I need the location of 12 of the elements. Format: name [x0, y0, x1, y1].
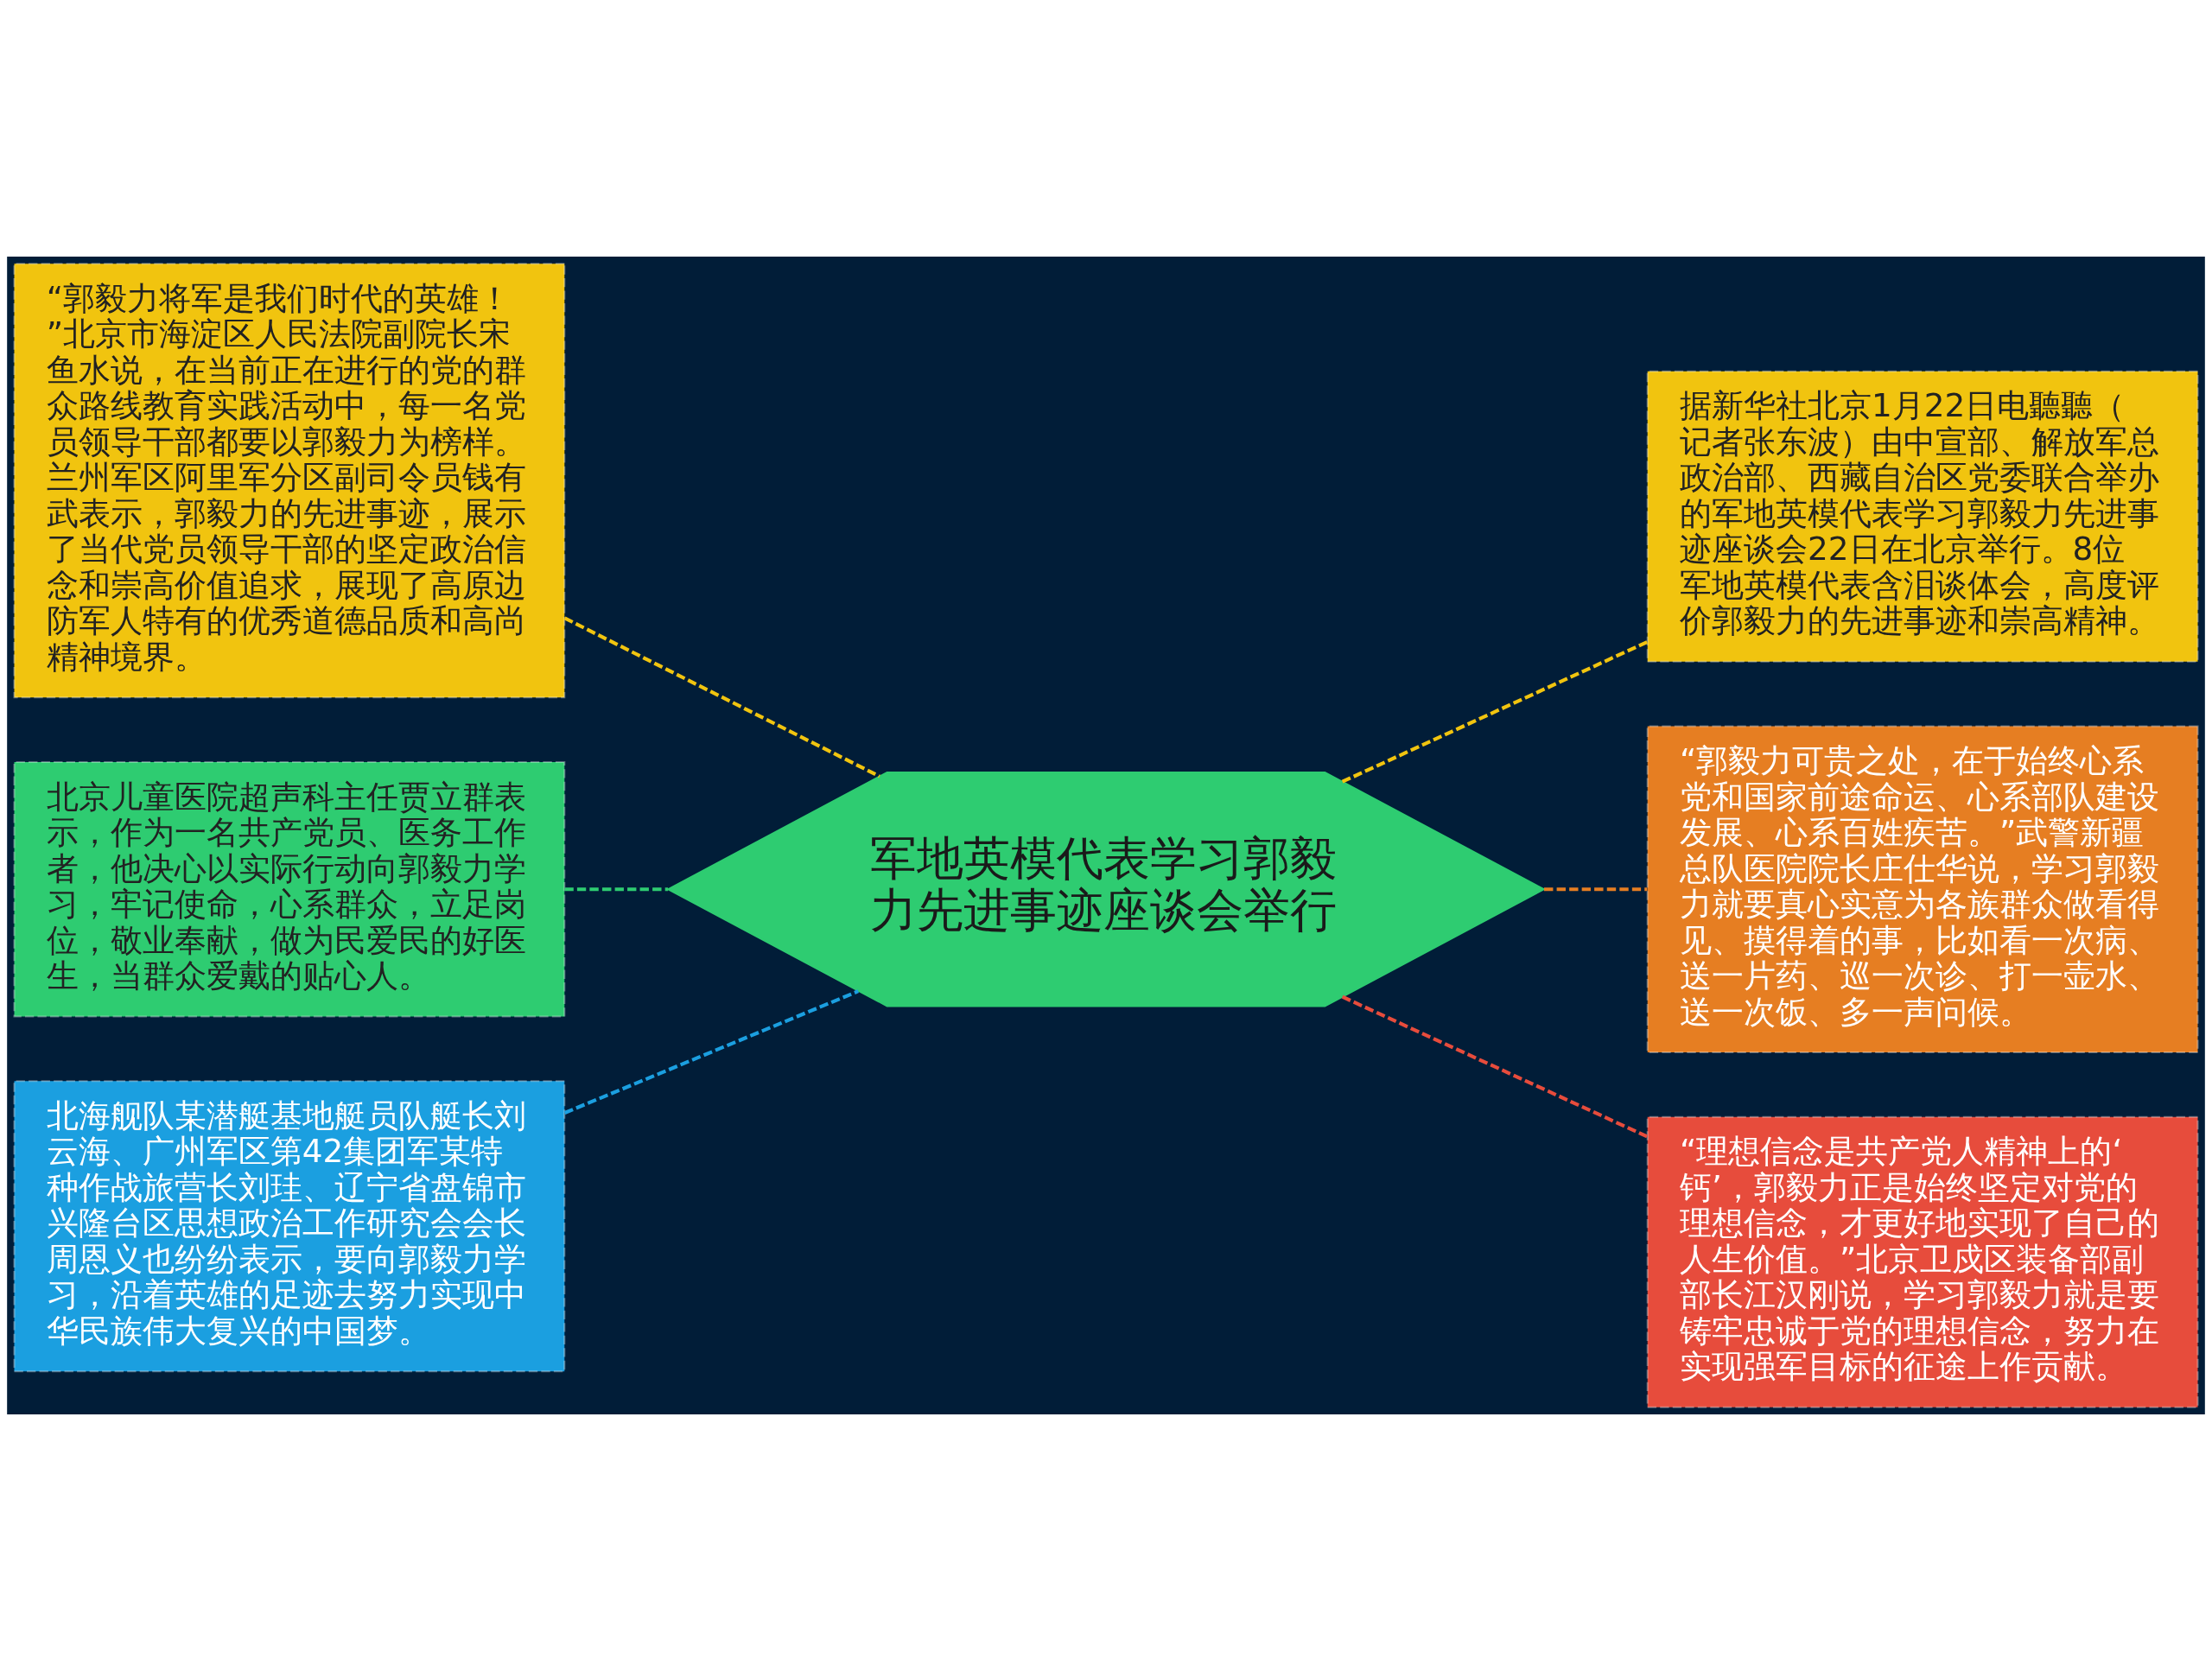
- node-box: “郭毅力可贵之处，在于始终心系党和国家前途命运、心系部队建设发展、心系百姓疾苦。”武警新疆总队医院院长庄仕华说，学习郭毅力就要真心实意为各族群众做看得见、摸得着的事，比如看一次病、送一片药、巡一次诊、打一壶水、送一次饭、多一声问候。: [1646, 725, 2199, 1054]
- connector: [563, 616, 880, 778]
- node-box: 北京儿童医院超声科主任贾立群表示，作为一名共产党员、医务工作者，他决心以实际行动向郭毅力学习，牢记使命，心系群众，立足岗位，敬业奉献，做为民爱民的好医生，当群众爱戴的贴心人。: [13, 760, 566, 1018]
- node-box: “郭毅力将军是我们时代的英雄！”北京市海淀区人民法院副院长宋鱼水说，在当前正在进行的党的群众路线教育实践活动中，每一名党员领导干部都要以郭毅力为榜样。兰州军区阿里军分区副司令员钱有武表示，郭毅力的先进事迹，展示了当代党员领导干部的坚定政治信念和崇高价值追求，展现了高原边防军人特有的优秀道德品质和高尚精神境界。: [13, 263, 566, 699]
- connector: [1341, 640, 1649, 784]
- node-box: 北海舰队某潜艇基地艇员队艇长刘云海、广州军区第42集团军某特种作战旅营长刘珪、辽宁省盘锦市兴隆台区思想政治工作研究会会长周恩义也纷纷表示，要向郭毅力学习，沿着英雄的足迹去努力实现中华民族伟大复兴的中国梦。: [13, 1080, 566, 1373]
- connector: [563, 989, 860, 1115]
- connector: [564, 887, 669, 892]
- node-box: “理想信念是共产党人精神上的‘钙’，郭毅力正是始终坚定对党的理想信念，才更好地实现了自己的人生价值。”北京卫戍区装备部副部长江汉刚说，学习郭毅力就是要铸牢忠诚于党的理想信念，努力在实现强军目标的征途上作贡献。: [1646, 1115, 2199, 1408]
- connector: [1544, 887, 1648, 892]
- node-box: 据新华社北京1月22日电聽聽（记者张东波）由中宣部、解放军总政治部、西藏自治区党委联合举办的军地英模代表学习郭毅力先进事迹座谈会22日在北京举行。8位军地英模代表含泪谈体会，高度评价郭毅力的先进事迹和崇高精神。: [1646, 370, 2199, 663]
- connector: [1341, 994, 1649, 1139]
